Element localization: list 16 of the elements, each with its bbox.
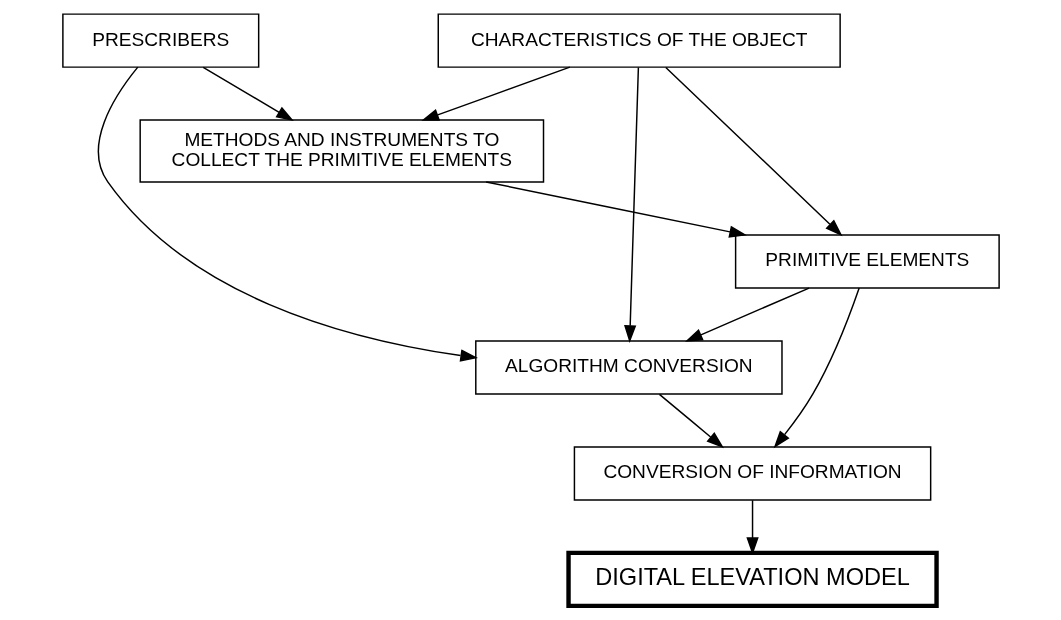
node-box: PRIMITIVE ELEMENTS — [734, 234, 1000, 289]
node-box: DIGITAL ELEVATION MODEL — [565, 550, 939, 609]
arrow — [773, 287, 860, 449]
arrow — [664, 66, 842, 237]
node-box: METHODS AND INSTRUMENTS TO COLLECT THE PRIMITIVE ELEMENTS — [138, 119, 544, 183]
arrow — [420, 66, 571, 121]
node-box: CHARACTERISTICS OF THE OBJECT — [437, 13, 841, 68]
node-box: CONVERSION OF INFORMATION — [573, 446, 931, 501]
arrow — [658, 393, 724, 449]
arrow — [202, 66, 294, 122]
arrow — [623, 66, 639, 343]
arrow — [97, 66, 478, 362]
arrow — [484, 181, 747, 238]
arrow — [684, 287, 810, 342]
node-box: ALGORITHM CONVERSION — [474, 340, 783, 395]
node-box: PRESCRIBERS — [61, 13, 259, 68]
